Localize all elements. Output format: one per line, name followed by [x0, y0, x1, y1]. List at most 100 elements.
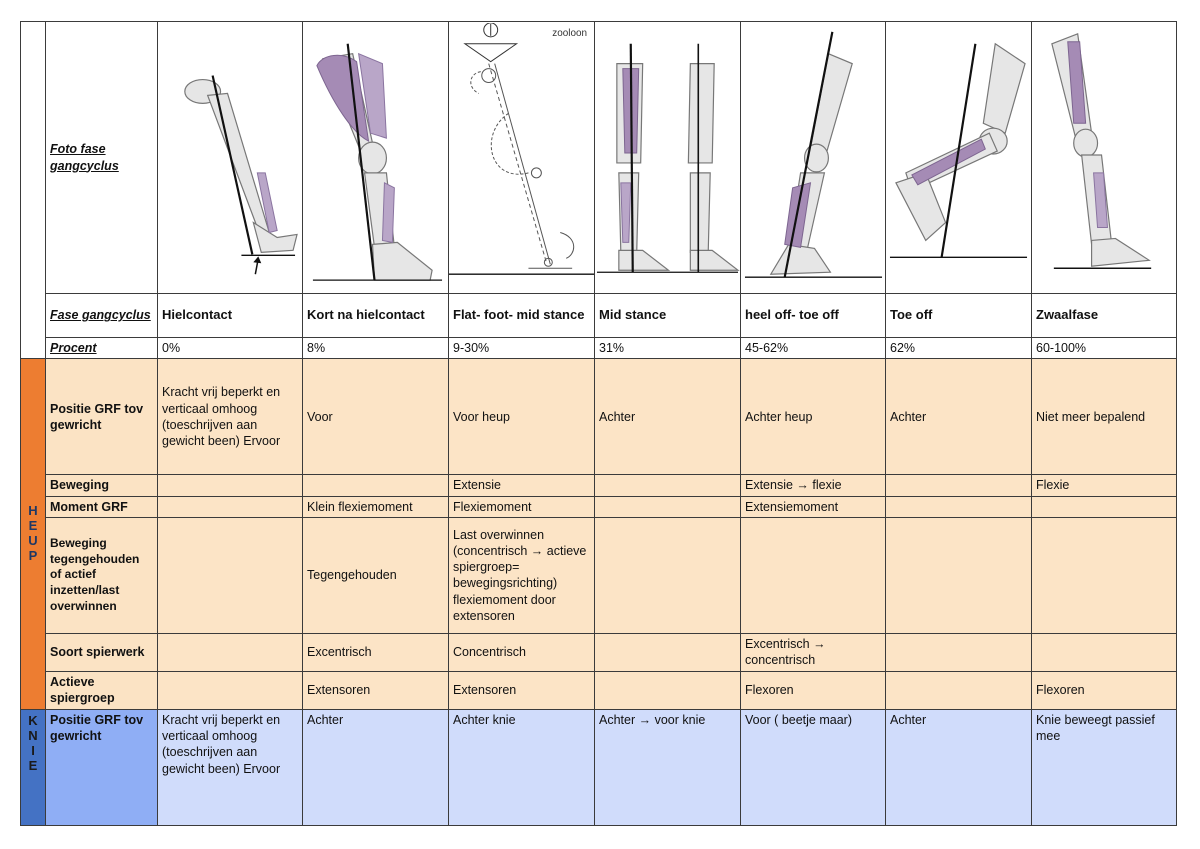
table-cell: Achter knie	[448, 708, 595, 826]
table-cell: Knie beweegt passief mee	[1031, 708, 1177, 826]
percent-cell: 31%	[594, 336, 741, 360]
figure-toe-off	[885, 21, 1032, 294]
table-cell	[1031, 495, 1177, 518]
figure-row: Foto fase gangcyclus	[20, 20, 1177, 360]
table-cell	[1031, 516, 1177, 634]
phase-cell: Flat- foot- mid stance	[448, 293, 595, 338]
phase-cell: heel off- toe off	[740, 293, 886, 338]
heup-row: Actieve spiergroep Extensoren Extensoren…	[21, 670, 1177, 710]
table-cell	[594, 670, 741, 710]
figure-heel-off	[740, 21, 886, 294]
table-cell: Achter	[885, 358, 1032, 476]
phase-label: Fase gangcyclus	[45, 293, 158, 338]
stick-diagram-flat-foot: zooloon	[449, 23, 594, 275]
table-cell	[157, 474, 303, 497]
phase-row: Fase gangcyclus Hielcontact Kort na hiel…	[21, 293, 1177, 338]
table-cell: Voor	[302, 358, 449, 476]
leg-illustration-heel-contact	[184, 75, 298, 275]
table-cell: Kracht vrij beperkt en verticaal omhoog …	[157, 708, 303, 826]
row-label: Actieve spiergroep	[45, 670, 158, 710]
percent-cell: 45-62%	[740, 336, 886, 360]
row-label: Positie GRF tov gewricht	[45, 708, 158, 826]
table-cell: Concentrisch	[448, 632, 595, 672]
row-label: Positie GRF tov gewricht	[45, 358, 158, 476]
table-cell: Last overwinnen (concentrisch → actieve …	[448, 516, 595, 634]
phase-cell: Hielcontact	[157, 293, 303, 338]
leg-illustration-mid-stance	[596, 43, 740, 273]
percent-cell: 60-100%	[1031, 336, 1177, 360]
photo-label: Foto fase gangcyclus	[45, 21, 158, 294]
heup-row: Beweging Extensie Extensie → flexie Flex…	[21, 474, 1177, 497]
table-cell	[594, 632, 741, 672]
table-cell	[157, 495, 303, 518]
table-cell: Flexoren	[740, 670, 886, 710]
phase-cell: Toe off	[885, 293, 1032, 338]
table-cell	[885, 516, 1032, 634]
percent-cell: 62%	[885, 336, 1032, 360]
heup-row: H E U P Positie GRF tov gewricht Kracht …	[20, 358, 1177, 710]
table-cell: Flexiemoment	[448, 495, 595, 518]
leg-illustration-toe-off	[889, 42, 1028, 258]
row-label: Soort spierwerk	[45, 632, 158, 672]
table-cell: Achter	[885, 708, 1032, 826]
row-label: Beweging	[45, 474, 158, 497]
figure-after-heel-contact	[302, 21, 449, 294]
table-cell: Flexoren	[1031, 670, 1177, 710]
table-cell: Excentrisch → concentrisch	[740, 632, 886, 672]
table-cell	[885, 670, 1032, 710]
percent-cell: 0%	[157, 336, 303, 360]
percent-label: Procent	[45, 336, 158, 360]
heup-row: Moment GRF Klein flexiemoment Flexiemome…	[21, 495, 1177, 518]
heup-row: Soort spierwerk Excentrisch Concentrisch…	[21, 632, 1177, 672]
table-cell	[302, 474, 449, 497]
heup-side-label: H E U P	[20, 358, 46, 710]
table-cell: Achter heup	[740, 358, 886, 476]
table-cell: Achter	[594, 358, 741, 476]
table-cell: Extensie → flexie	[740, 474, 886, 497]
table-cell	[594, 495, 741, 518]
table-cell: Kracht vrij beperkt en verticaal omhoog …	[157, 358, 303, 476]
knie-side-label: K N I E	[20, 708, 46, 826]
percent-cell: 9-30%	[448, 336, 595, 360]
leg-illustration-after-heel-contact	[312, 43, 443, 281]
table-cell: Flexie	[1031, 474, 1177, 497]
row-label: Beweging tegengehouden of actief inzette…	[45, 516, 158, 634]
figure-heel-contact	[157, 21, 303, 294]
percent-cell: 8%	[302, 336, 449, 360]
percent-row: Procent 0% 8% 9-30% 31% 45-62% 62% 60-10…	[21, 336, 1177, 360]
table-cell: Voor heup	[448, 358, 595, 476]
table-cell: Tegengehouden	[302, 516, 449, 634]
watermark-text: zooloon	[552, 28, 587, 39]
phase-cell: Zwaalfase	[1031, 293, 1177, 338]
leg-illustration-heel-off	[744, 31, 883, 278]
table-cell: Voor ( beetje maar)	[740, 708, 886, 826]
table-cell	[885, 474, 1032, 497]
table-cell	[157, 632, 303, 672]
table-cell	[157, 516, 303, 634]
table-cell	[157, 670, 303, 710]
leg-illustration-swing-phase	[1051, 33, 1152, 270]
figure-mid-stance	[594, 21, 741, 294]
row-label: Moment GRF	[45, 495, 158, 518]
figure-swing-phase	[1031, 21, 1177, 294]
figure-flat-foot: zooloon	[448, 21, 595, 294]
table-cell: Klein flexiemoment	[302, 495, 449, 518]
table-cell	[594, 516, 741, 634]
table-cell: Achter → voor knie	[594, 708, 741, 826]
table-cell	[740, 516, 886, 634]
table-cell	[885, 632, 1032, 672]
table-cell: Excentrisch	[302, 632, 449, 672]
knie-row: K N I E Positie GRF tov gewricht Kracht …	[20, 708, 1177, 826]
phase-cell: Kort na hielcontact	[302, 293, 449, 338]
table-cell: Extensoren	[302, 670, 449, 710]
table-cell: Niet meer bepalend	[1031, 358, 1177, 476]
table-cell: Extensie	[448, 474, 595, 497]
table-cell	[594, 474, 741, 497]
table-cell: Extensiemoment	[740, 495, 886, 518]
heup-row: Beweging tegengehouden of actief inzette…	[21, 516, 1177, 634]
gait-cycle-table: Foto fase gangcyclus	[20, 20, 1177, 826]
table-cell: Extensoren	[448, 670, 595, 710]
phase-cell: Mid stance	[594, 293, 741, 338]
table-cell: Achter	[302, 708, 449, 826]
table-cell	[885, 495, 1032, 518]
